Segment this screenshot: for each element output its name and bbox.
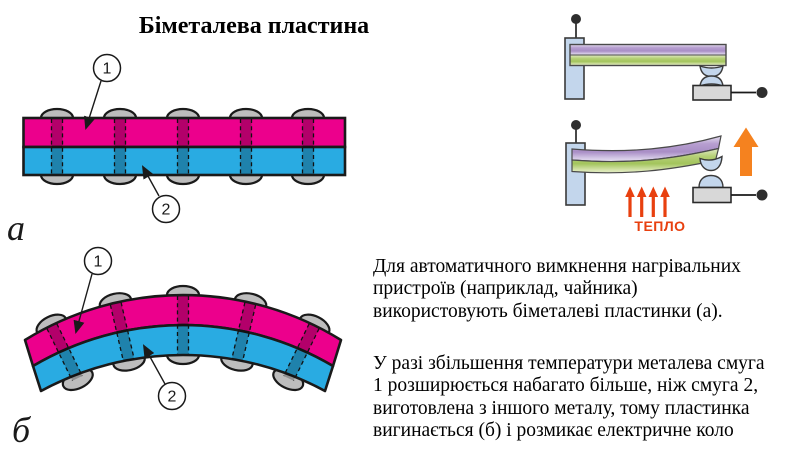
callout-1-circle (83, 246, 113, 276)
callout-2-leader (142, 344, 166, 385)
contact-lower (699, 75, 724, 88)
figure-title: Біметалева пластина (138, 13, 370, 39)
contact-lower (698, 174, 724, 189)
bimetal-strip (569, 43, 727, 67)
text-line: 1 розширюється набагато більше, ніж смуг… (373, 375, 759, 397)
callout-2-circle (151, 194, 181, 224)
callout-2-number: 2 (162, 202, 171, 219)
flat-plate-diagram: 1 2 (22, 53, 347, 224)
text-line: Для автоматичного вимкнення нагрівальних (373, 256, 741, 277)
terminal-dot (756, 87, 768, 98)
callout-1-leader (84, 80, 102, 131)
terminal-dot (756, 189, 768, 201)
callout-2-leader (141, 165, 160, 197)
bimetal-strip-bent (571, 135, 722, 174)
terminal-dot (571, 14, 581, 24)
plate-layer-2 (31, 323, 335, 393)
terminal-block (692, 186, 732, 204)
callout-1-leader (73, 273, 93, 335)
text-line: пристроїв (наприклад, чайника) (373, 278, 638, 300)
terminal-dot (571, 120, 581, 130)
heat-arrows-icon (625, 186, 670, 217)
rivet-shafts (46, 296, 320, 382)
contact-upper (699, 64, 724, 78)
terminal-block (692, 84, 732, 101)
diagram-b-label: б (12, 410, 31, 450)
text-line: У разі збільшення температури металева с… (373, 353, 765, 374)
circuit-cold-diagram (564, 14, 768, 101)
heat-label: ТЕПЛО (634, 218, 686, 234)
callout-1-number: 1 (94, 254, 103, 271)
plate-layer-2 (22, 145, 347, 177)
callout-2-number: 2 (168, 389, 177, 406)
text-line: використовують біметалеві пластинки (а). (373, 300, 723, 322)
text-line: виготовлена з іншого металу, тому пласти… (373, 397, 750, 419)
callout-1-circle (92, 53, 122, 83)
callout-2-circle (157, 381, 187, 411)
contact-upper (699, 155, 723, 172)
paragraph-2: У разі збільшення температури металева с… (373, 353, 805, 442)
plate-layer-1 (22, 116, 347, 149)
rivet-shafts (50, 119, 315, 174)
paragraph-1: Для автоматичного вимкнення нагрівальних… (373, 256, 805, 323)
circuit-heated-diagram (565, 120, 768, 217)
text-line: вигинається (б) і розмикає електричне ко… (373, 419, 734, 441)
up-arrow-icon (733, 127, 759, 176)
callout-1-number: 1 (103, 61, 112, 78)
diagram-a-label: а (7, 208, 25, 248)
bent-plate-diagram: 1 2 (23, 246, 343, 411)
